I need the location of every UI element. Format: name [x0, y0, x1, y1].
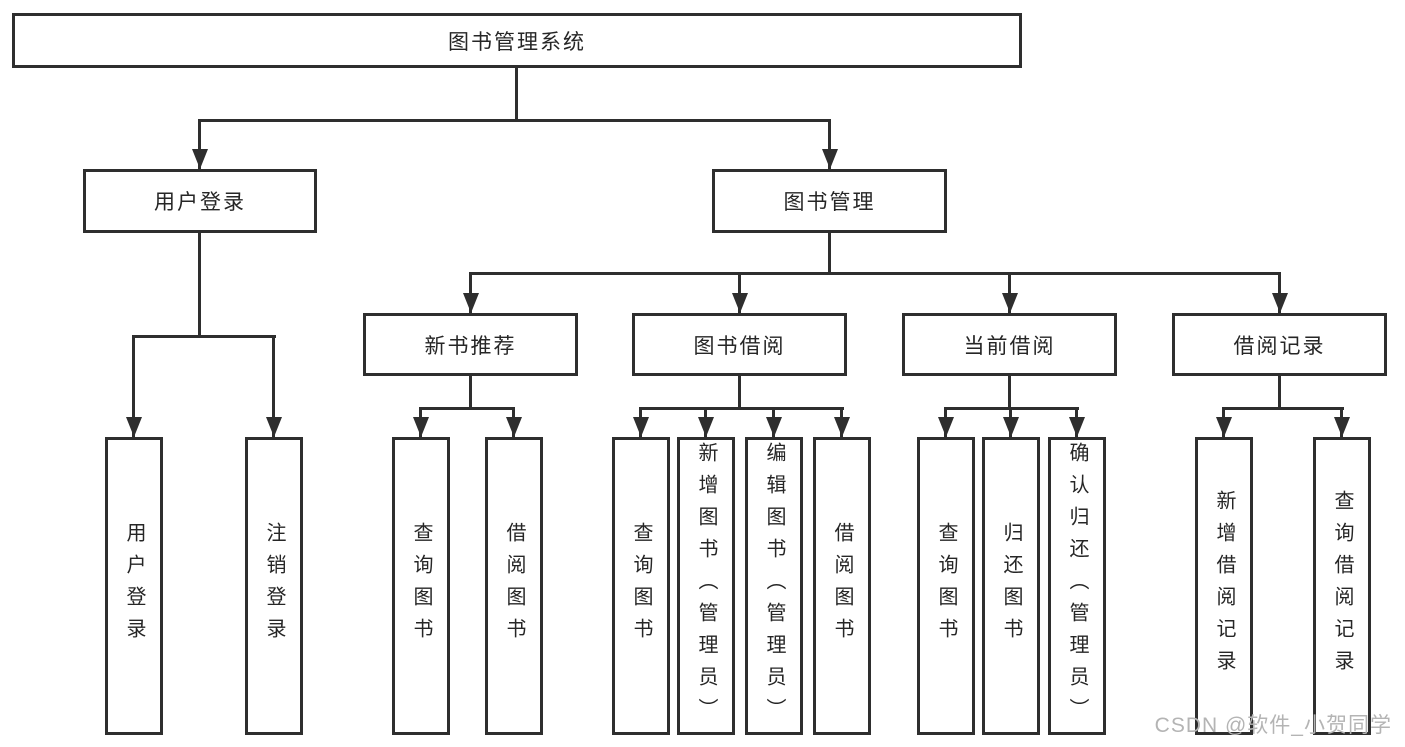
arrow-current-borrow-leaf-1 — [937, 407, 954, 437]
arrow-book-borrow-leaf-1 — [632, 407, 649, 437]
edge-borrow-records-rail — [1222, 407, 1344, 410]
edge-book-management-rail — [469, 272, 1281, 275]
arrow-new-book-leaf-2 — [505, 407, 522, 437]
node-new-book-recommend: 新书推荐 — [363, 313, 578, 376]
edge-user-login-stem — [198, 233, 201, 338]
edge-borrow-records-stem — [1278, 376, 1281, 410]
leaf-logout: 注销登录 — [245, 437, 303, 735]
arrow-borrow-records-leaf-1 — [1215, 407, 1232, 437]
edge-book-borrow-rail — [639, 407, 844, 410]
leaf-query-books-recommend: 查询图书 — [392, 437, 450, 735]
arrow-to-borrow-records — [1271, 272, 1288, 313]
leaf-borrow-books-recommend: 借阅图书 — [485, 437, 543, 735]
arrow-book-borrow-leaf-4 — [833, 407, 850, 437]
leaf-user-login: 用户登录 — [105, 437, 163, 735]
leaf-confirm-return-admin: 确认归还（管理员） — [1048, 437, 1106, 735]
edge-root-stem — [515, 68, 518, 122]
edge-new-book-stem — [469, 376, 472, 410]
arrow-to-current-borrow — [1001, 272, 1018, 313]
node-user-login: 用户登录 — [83, 169, 317, 233]
leaf-edit-books-admin: 编辑图书（管理员） — [745, 437, 803, 735]
leaf-query-books-current: 查询图书 — [917, 437, 975, 735]
arrow-book-borrow-leaf-3 — [765, 407, 782, 437]
csdn-watermark: CSDN @软件_小贺同学 — [1154, 714, 1392, 737]
node-book-management: 图书管理 — [712, 169, 947, 233]
leaf-add-borrow-record: 新增借阅记录 — [1195, 437, 1253, 735]
arrow-to-user-login — [191, 119, 208, 169]
edge-book-borrow-stem — [738, 376, 741, 410]
arrow-current-borrow-leaf-3 — [1068, 407, 1085, 437]
node-book-borrow: 图书借阅 — [632, 313, 847, 376]
edge-root-rail — [198, 119, 831, 122]
arrow-to-book-borrow — [731, 272, 748, 313]
arrow-current-borrow-leaf-2 — [1002, 407, 1019, 437]
arrow-to-leaf-logout — [265, 335, 282, 437]
arrow-book-borrow-leaf-2 — [697, 407, 714, 437]
node-borrow-records: 借阅记录 — [1172, 313, 1387, 376]
arrow-to-book-management — [821, 119, 838, 169]
arrow-to-new-book — [462, 272, 479, 313]
leaf-add-books-admin: 新增图书（管理员） — [677, 437, 735, 735]
edge-current-borrow-stem — [1008, 376, 1011, 410]
arrow-new-book-leaf-1 — [412, 407, 429, 437]
arrow-borrow-records-leaf-2 — [1333, 407, 1350, 437]
leaf-query-borrow-record: 查询借阅记录 — [1313, 437, 1371, 735]
edge-book-management-stem — [828, 233, 831, 275]
arrow-to-leaf-login — [125, 335, 142, 437]
leaf-return-books: 归还图书 — [982, 437, 1040, 735]
edge-user-login-rail — [132, 335, 276, 338]
edge-new-book-rail — [419, 407, 515, 410]
node-current-borrow: 当前借阅 — [902, 313, 1117, 376]
leaf-query-books-borrow: 查询图书 — [612, 437, 670, 735]
node-root: 图书管理系统 — [12, 13, 1022, 68]
leaf-borrow-books: 借阅图书 — [813, 437, 871, 735]
